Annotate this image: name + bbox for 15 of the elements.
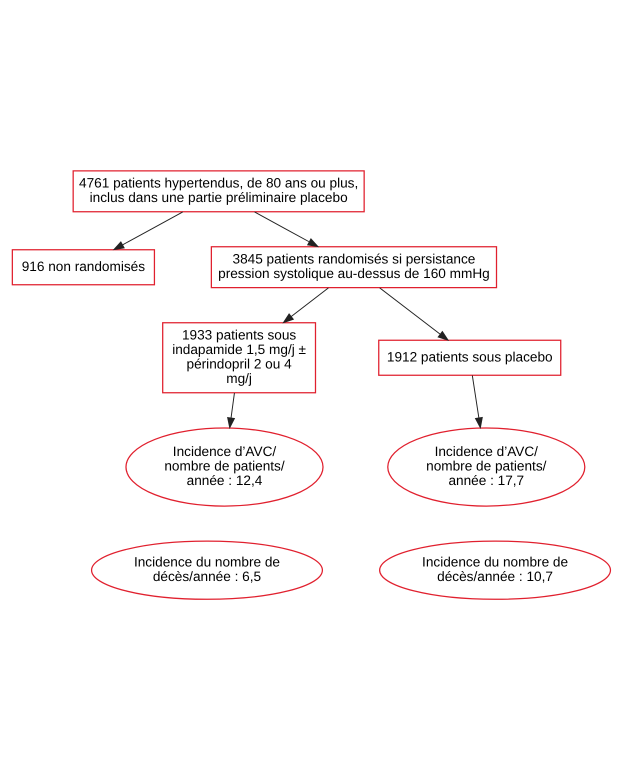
node-ellipse: Incidence du nombre de décès/année : 10,7 bbox=[379, 540, 612, 600]
node-box: 3845 patients randomisés si persistance pression systolique au-dessus de 160 mmHg bbox=[210, 246, 498, 288]
arrow bbox=[472, 374, 483, 429]
node-ellipse: Incidence du nombre de décès/année : 6,5 bbox=[90, 540, 324, 600]
arrow bbox=[112, 210, 184, 250]
arrow bbox=[227, 392, 236, 429]
arrow bbox=[379, 286, 450, 341]
node-box: 916 non randomisés bbox=[12, 248, 156, 285]
node-box: 4761 patients hypertendus, de 80 ans ou plus, inclus dans une partie préliminaire placebo bbox=[72, 170, 365, 212]
arrow bbox=[282, 286, 329, 323]
node-box: 1933 patients sous indapamide 1,5 mg/j ± périndopril 2 ou 4 mg/j bbox=[162, 322, 316, 393]
node-ellipse: Incidence d’AVC/ nombre de patients/ année : 12,4 bbox=[125, 426, 324, 506]
node-box: 1912 patients sous placebo bbox=[378, 339, 562, 376]
node-ellipse: Incidence d’AVC/ nombre de patients/ année : 17,7 bbox=[387, 426, 586, 506]
arrow bbox=[254, 210, 320, 247]
